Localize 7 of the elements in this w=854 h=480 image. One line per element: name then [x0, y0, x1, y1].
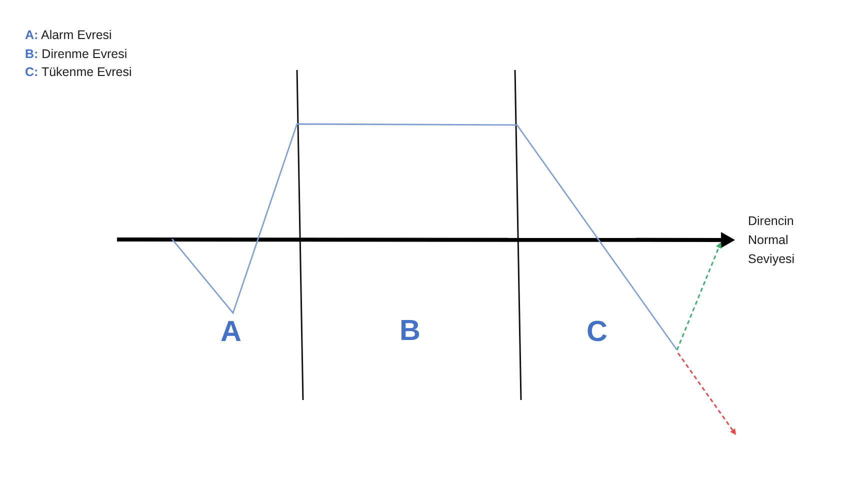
- phase-label: C: [586, 316, 608, 348]
- key-text: A: Alarm Evresi: [25, 27, 112, 44]
- key-text: C: Tükenme Evresi: [25, 64, 132, 81]
- phase-label: B: [400, 315, 420, 347]
- key-text: B: Direnme Evresi: [25, 46, 128, 63]
- axis-label: Direncin Normal Seviyesi: [748, 213, 796, 268]
- phase-label: A: [220, 316, 242, 348]
